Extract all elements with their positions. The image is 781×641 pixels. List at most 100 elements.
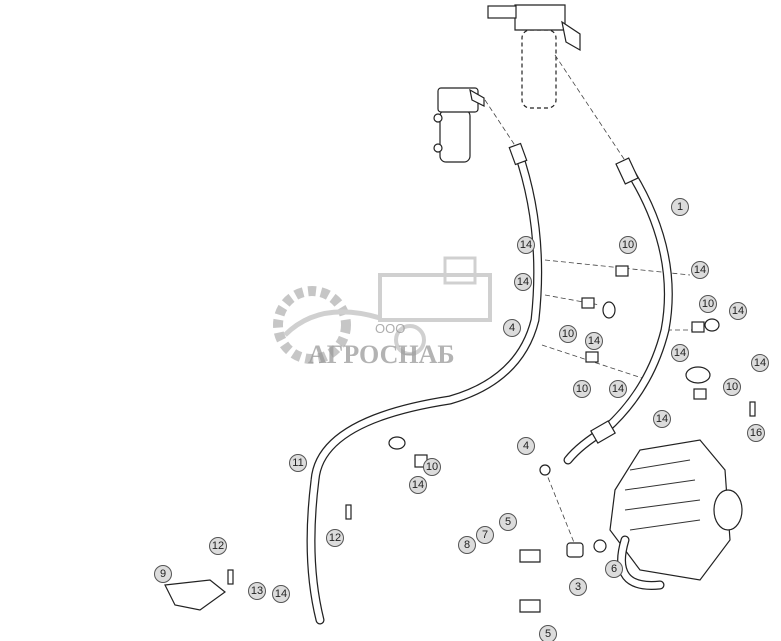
callout-3: 3 (569, 578, 587, 596)
callout-10: 10 (559, 325, 577, 343)
callout-12: 12 (209, 537, 227, 555)
callout-10: 10 (573, 380, 591, 398)
callout-10: 10 (699, 295, 717, 313)
callout-number: 12 (329, 532, 341, 544)
callout-circle (499, 513, 517, 531)
callout-11: 11 (289, 454, 307, 472)
control-valve (609, 439, 743, 590)
callout-4: 4 (503, 319, 521, 337)
callout-circle (409, 476, 427, 494)
callout-14: 14 (514, 273, 532, 291)
callout-circle (517, 437, 535, 455)
callout-number: 14 (656, 413, 668, 425)
callout-circle (609, 380, 627, 398)
callout-number: 14 (412, 479, 424, 491)
callout-number: 4 (523, 440, 529, 452)
callout-number: 14 (674, 347, 686, 359)
callout-12: 12 (326, 529, 344, 547)
callout-number: 14 (612, 383, 624, 395)
callout-circle (699, 295, 717, 313)
watermark-name: АГРОСНАБ (308, 340, 455, 369)
callout-number: 14 (754, 357, 766, 369)
callout-circle (585, 332, 603, 350)
callout-number: 14 (588, 335, 600, 347)
callout-number: 11 (292, 457, 303, 469)
callout-circle (691, 261, 709, 279)
callout-circle (729, 302, 747, 320)
callout-14: 14 (272, 585, 290, 603)
callout-number: 10 (726, 381, 738, 393)
callout-16: 16 (747, 424, 765, 442)
callout-7: 7 (476, 526, 494, 544)
callout-10: 10 (723, 378, 741, 396)
callout-4: 4 (517, 437, 535, 455)
callout-number: 14 (275, 588, 287, 600)
callout-number: 12 (212, 540, 224, 552)
callout-14: 14 (729, 302, 747, 320)
callout-number: 14 (694, 264, 706, 276)
callout-10: 10 (619, 236, 637, 254)
callout-number: 10 (702, 298, 714, 310)
callout-circle (272, 585, 290, 603)
callout-number: 13 (251, 585, 263, 597)
callout-circle (423, 458, 441, 476)
callout-circle (209, 537, 227, 555)
callout-14: 14 (691, 261, 709, 279)
callout-circle (573, 380, 591, 398)
callout-9: 9 (154, 565, 172, 583)
hose-11 (306, 147, 543, 625)
callout-number: 6 (611, 563, 617, 575)
clamps (164, 265, 756, 613)
callout-14: 14 (653, 410, 671, 428)
callout-number: 10 (576, 383, 588, 395)
callout-circle (476, 526, 494, 544)
callout-circle (514, 273, 532, 291)
callout-circle (458, 536, 476, 554)
watermark-logo (273, 256, 492, 364)
callout-number: 8 (464, 539, 470, 551)
callout-10: 10 (423, 458, 441, 476)
callout-number: 4 (509, 322, 515, 334)
watermark-prefix: ООО (375, 321, 405, 336)
callout-number: 5 (505, 516, 511, 528)
callout-14: 14 (585, 332, 603, 350)
callout-number: 10 (622, 239, 634, 251)
callout-number: 10 (426, 461, 438, 473)
callout-circle (671, 344, 689, 362)
callout-circle (326, 529, 344, 547)
filter-left (433, 87, 485, 163)
callout-5: 5 (539, 625, 557, 641)
callout-circle (751, 354, 769, 372)
callout-circle (539, 625, 557, 641)
filter-top (487, 4, 581, 109)
callout-circle (653, 410, 671, 428)
callout-14: 14 (671, 344, 689, 362)
callout-number: 10 (562, 328, 574, 340)
callout-14: 14 (517, 236, 535, 254)
callout-1: 1 (671, 198, 689, 216)
callout-14: 14 (609, 380, 627, 398)
callout-circle (248, 582, 266, 600)
callout-circle (289, 454, 307, 472)
callout-8: 8 (458, 536, 476, 554)
callout-circle (517, 236, 535, 254)
callout-number: 16 (750, 427, 762, 439)
callout-circle (671, 198, 689, 216)
callout-circle (559, 325, 577, 343)
callout-circle (569, 578, 587, 596)
callout-circle (605, 560, 623, 578)
callout-circle (619, 236, 637, 254)
callout-number: 14 (517, 276, 529, 288)
callout-6: 6 (605, 560, 623, 578)
callout-circle (723, 378, 741, 396)
callout-circle (747, 424, 765, 442)
callout-number: 14 (732, 305, 744, 317)
hose-1 (563, 163, 673, 465)
callout-circle (154, 565, 172, 583)
callout-number: 9 (160, 568, 166, 580)
callout-number: 14 (520, 239, 532, 251)
callout-13: 13 (248, 582, 266, 600)
